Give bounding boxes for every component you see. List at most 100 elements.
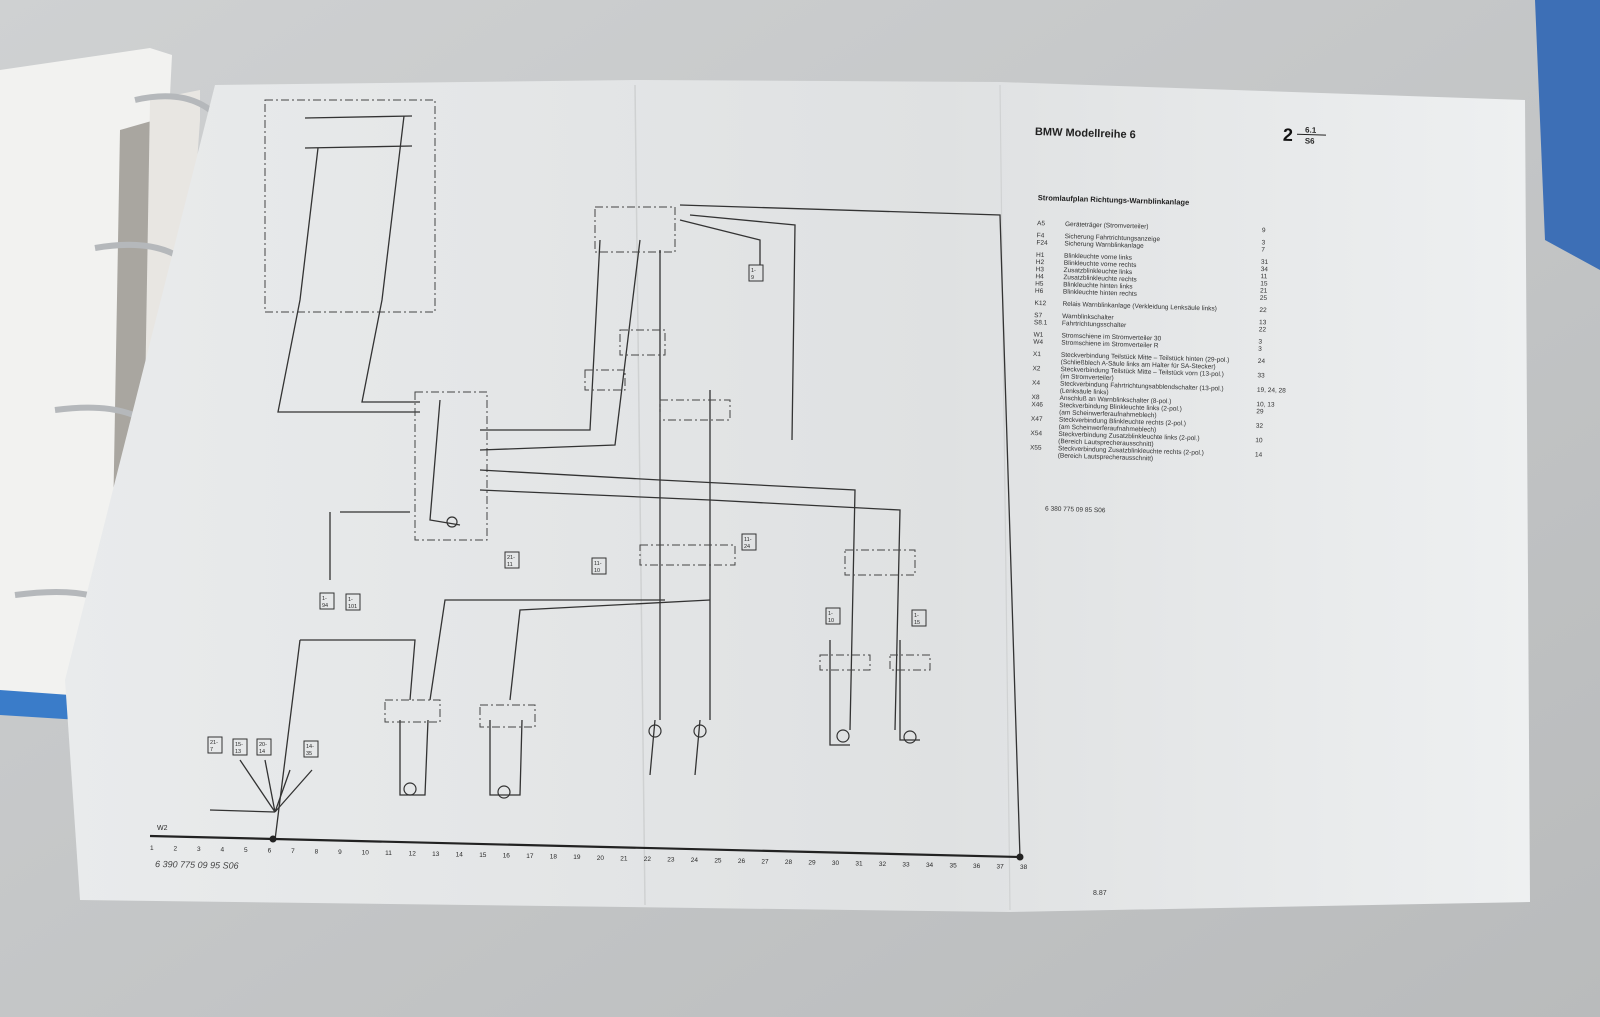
legend-ref: 14 [1255,451,1263,458]
legend-code: H1 [1036,252,1045,259]
fold-line [999,84,1011,911]
reference-box-top: 1- [348,597,353,603]
legend-code: X47 [1031,416,1043,423]
reference-box-top: 11- [594,561,602,567]
reference-box: 11-10 [591,557,607,575]
ruler-number: 17 [526,853,534,860]
reference-box: 1-10 [825,607,841,625]
reference-box-bottom: 14 [259,749,265,755]
reference-box-bottom: 94 [322,603,328,609]
ruler-number: 26 [738,858,746,865]
legend-ref: 19, 24, 28 [1257,387,1287,395]
reference-box: 1-15 [911,609,927,627]
legend-text: Anschluß an Warnblinkschalter (8-pol.) [1059,395,1171,406]
legend-text: (Bereich Lautsprecherausschnitt) [1058,438,1154,448]
legend-ref: 3 [1258,339,1262,346]
legend-ref: 34 [1261,266,1269,273]
ruler-number: 29 [808,859,816,866]
legend-text: Sicherung Fahrtrichtungsanzeige [1065,233,1161,243]
legend-code: H5 [1035,280,1044,287]
legend-ref: 15 [1260,280,1268,287]
reference-box: 1-94 [319,592,335,610]
legend-text: Steckverbindung Zusatzblinkleuchte links… [1058,431,1199,442]
reference-box-top: 1- [828,611,833,617]
ruler-number: 25 [714,857,722,864]
legend-text: Steckverbindung Blinkleuchte rechts (2-p… [1059,416,1186,427]
legend-code: W4 [1033,339,1043,346]
ruler-number: 11 [385,850,392,857]
ruler-number: 21 [620,855,628,862]
legend-code: W1 [1033,331,1043,338]
legend-text: Blinkleuchte vorne links [1064,253,1133,262]
ruler-number: 36 [973,863,981,870]
legend-text: (Lenksäule links) [1060,388,1109,397]
reference-box: 1-9 [748,264,764,282]
legend-text: Zusatzblinkleuchte links [1063,267,1133,276]
legend-text: Blinkleuchte hinten rechts [1063,289,1138,298]
legend-code: S8.1 [1034,319,1048,326]
legend-text: Blinkleuchte vorne rechts [1064,260,1138,269]
legend-item: (im Stromverteiler) [1060,373,1114,382]
reference-box: 14-35 [303,740,319,758]
ruler-number: 2 [174,846,178,853]
legend-text: Zusatzblinkleuchte rechts [1063,274,1137,283]
schematic-sheet [65,80,1530,912]
ruler-number: 28 [785,859,793,866]
ruler-number: 4 [221,847,225,854]
ruler-number: 32 [879,861,887,868]
reference-box-top: 21- [210,740,218,746]
ruler-number: 38 [1020,864,1028,871]
ruler-number: 18 [550,854,558,861]
reference-box-bottom: 7 [210,747,213,753]
legend-text: Stromschiene im Stromverteiler R [1061,340,1159,350]
section-number: 2 [1283,125,1294,145]
legend-item: X47 Steckverbindung Blinkleuchte rechts (… [1031,416,1264,430]
ruler-number: 12 [409,851,417,858]
document-title: BMW Modellreihe 6 [1035,126,1136,141]
reference-box-top: 1- [322,596,327,602]
legend-text: (am Scheinwerferaufnahmeblech) [1059,424,1157,434]
legend-text: (Bereich Lautsprecherausschnitt) [1058,452,1154,462]
ruler-number: 15 [479,852,487,859]
blue-folder [1535,0,1600,270]
ruler-number: 10 [362,850,370,857]
legend-ref: 11 [1260,273,1267,280]
ruler-number: 34 [926,862,934,869]
part-number: 6 380 775 09 85 S06 [1045,506,1106,515]
ruler-number: 5 [244,847,248,854]
ruler-number: 30 [832,860,840,867]
legend-text: Stromschiene im Stromverteiler 30 [1061,332,1161,342]
reference-box: 21-11 [504,551,520,569]
legend-code: X46 [1031,401,1043,408]
reference-box: 11-24 [741,533,757,551]
legend-text: Relais Warnblinkanlage (Verkleidung Lenk… [1062,301,1217,313]
legend-ref: 24 [1258,358,1266,365]
section-fraction-top: 6.1 [1305,125,1317,134]
ruler-number: 14 [456,852,464,859]
ruler-number: 27 [761,858,769,865]
legend-code: S7 [1034,312,1043,319]
legend-ref: 22 [1259,326,1267,333]
legend-ref: 29 [1256,408,1264,415]
legend-text: Geräteträger (Stromverteiler) [1065,221,1149,231]
reference-box-bottom: 101 [348,604,357,610]
reference-box-top: 15- [235,742,243,748]
legend-code: A5 [1037,220,1046,227]
reference-box: 21-7 [207,736,223,754]
legend-text: Sicherung Warnblinkanlage [1064,240,1144,249]
handwritten-number: 6 390 775 09 95 S06 [155,859,239,871]
reference-box: 20-14 [256,738,272,756]
reference-box: 1-101 [345,593,361,611]
